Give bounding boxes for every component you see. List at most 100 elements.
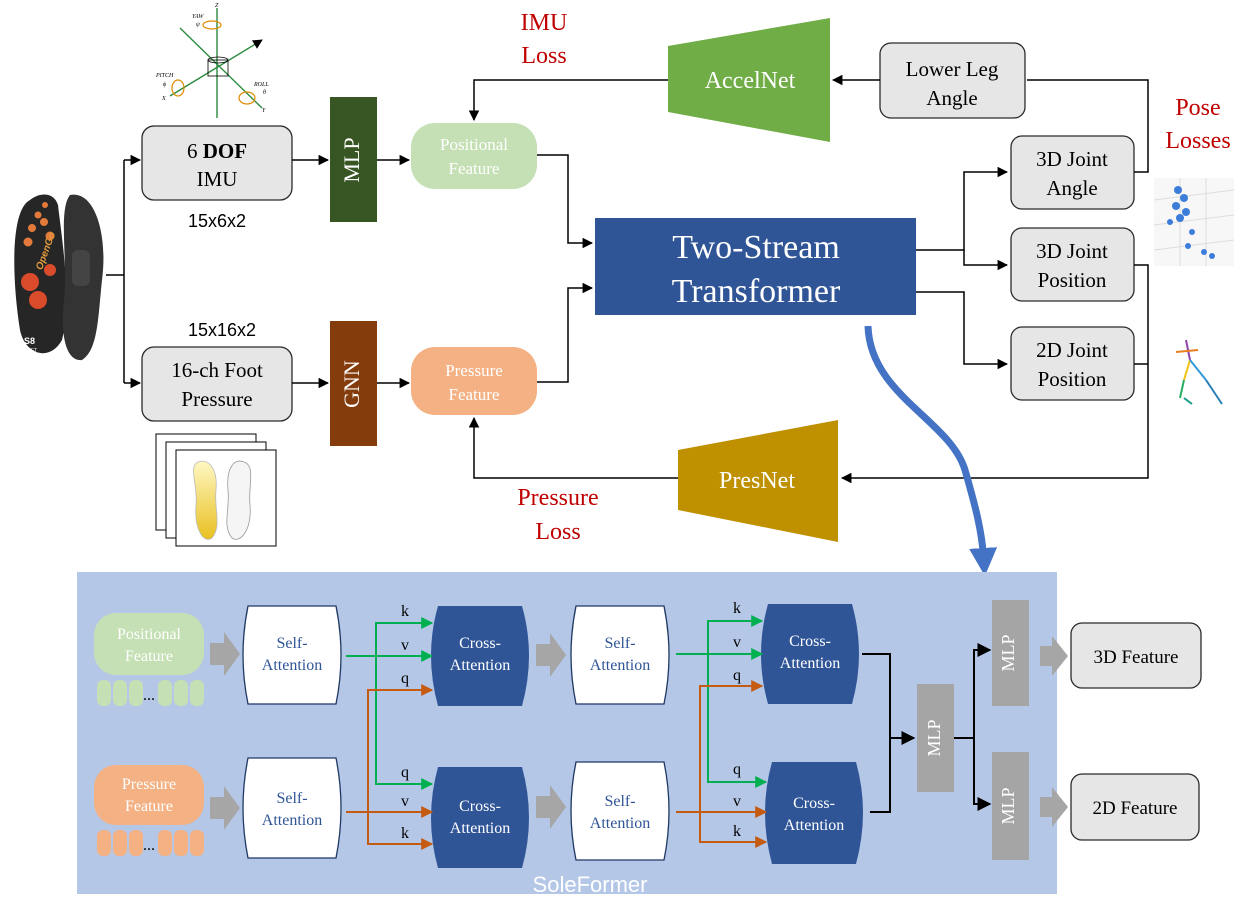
sf-k-label-1: k	[401, 603, 409, 620]
accelnet-label: AccelNet	[705, 68, 796, 94]
joint-angle-line1: 3D Joint	[1036, 147, 1108, 171]
sf-self-attention-4: Self- Attention	[570, 761, 670, 861]
sf-stage1-qkv-labels: k v q q v k	[401, 603, 409, 842]
feature-3d-box: 3D Feature	[1070, 622, 1202, 689]
imu-box-dof: DOF	[203, 139, 247, 163]
sf-cross-attention-4: Cross- Attention	[765, 762, 863, 864]
presnet-label: PresNet	[719, 468, 795, 494]
presnet-block: PresNet	[678, 420, 838, 542]
lower-leg-line2: Angle	[926, 86, 977, 110]
sf-q-label-1: q	[401, 670, 409, 687]
input-split-arrows	[106, 154, 142, 389]
sf-v-label-2: v	[401, 793, 409, 810]
positional-feature-line1: Positional	[440, 135, 508, 154]
sf-positional-line2: Feature	[125, 648, 173, 665]
soleformer-panel	[77, 572, 1057, 894]
sf-self-attention-4-line1: Self-	[604, 793, 635, 810]
sf-q-label-2: q	[401, 764, 409, 781]
zoom-curve-arrow	[864, 325, 998, 576]
imu-loss-line1: IMU	[521, 10, 568, 36]
sf-self-attention-2-line1: Self-	[276, 790, 307, 807]
axis-pitch-label: PITCH	[155, 73, 174, 79]
feature-2d-box: 2D Feature	[1070, 773, 1200, 841]
sf-mlp-center-label: MLP	[924, 719, 944, 756]
feature-3d-label: 3D Feature	[1094, 647, 1179, 668]
sf-mlp-center: MLP	[917, 684, 954, 792]
foot-pressure-box: 16-ch Foot Pressure	[141, 346, 293, 422]
sf-merge-arrows	[862, 643, 992, 813]
sf-pressure-feature: Pressure Feature	[94, 765, 204, 825]
sf-self-attention-3-line1: Self-	[604, 635, 635, 652]
axis-z-label: Z	[215, 3, 219, 9]
pressure-map-stack	[155, 433, 277, 547]
joint-angle-box: 3D Joint Angle	[1010, 135, 1135, 210]
sf-mlp-bottom-label: MLP	[998, 787, 1018, 824]
pressure-loss-line1: Pressure	[517, 485, 598, 511]
axis-roll-label: ROLL	[253, 82, 269, 88]
imu-axes-icon: Z YAW ψ PITCH ϕ X ROLL θ Y	[155, 3, 269, 118]
axis-phi-label: ϕ	[163, 82, 166, 88]
positional-feature: Positional Feature	[411, 123, 537, 189]
sf-self-attention-1: Self- Attention	[242, 605, 342, 705]
feature-2d-label: 2D Feature	[1093, 798, 1178, 819]
transformer-line1: Two-Stream	[672, 229, 840, 266]
foot-pressure-line1: 16-ch Foot	[171, 358, 263, 382]
sf-mlp-top: MLP	[992, 600, 1029, 706]
sf-pressure-line2: Feature	[125, 798, 173, 815]
sf-cross-attention-4-line1: Cross-	[793, 795, 835, 812]
transformer-line2: Transformer	[672, 273, 841, 310]
sf-self-attention-3: Self- Attention	[570, 605, 670, 705]
sf-cross-attention-1-line2: Attention	[450, 657, 510, 674]
lower-leg-angle-box: Lower Leg Angle	[879, 42, 1026, 119]
sf-positional-tokens	[97, 680, 204, 706]
axis-theta-label: θ	[263, 90, 266, 96]
axis-psi-label: ψ	[196, 22, 200, 28]
sf-cross-attention-3-line2: Attention	[780, 655, 840, 672]
accelnet-block: AccelNet	[668, 18, 830, 142]
sf-q-label-3: q	[733, 667, 741, 684]
sf-self-attention-1-line1: Self-	[276, 635, 307, 652]
sf-mlp-bottom: MLP	[992, 752, 1029, 860]
imu-box-prefix: 6	[187, 139, 203, 163]
sf-self-attention-2-line2: Attention	[262, 812, 322, 829]
joint-angle-line2: Angle	[1046, 176, 1097, 200]
imu-loss-line2: Loss	[521, 43, 566, 69]
sf-cross-attention-1-line1: Cross-	[459, 635, 501, 652]
sf-self-attention-2: Self- Attention	[242, 757, 342, 859]
axis-x-label: X	[161, 96, 166, 102]
sf-q-label-4: q	[733, 761, 741, 778]
encoder-arrows	[292, 154, 411, 389]
sf-positional-feature: Positional Feature	[94, 613, 204, 675]
sf-mlp-top-label: MLP	[998, 634, 1018, 671]
sf-cross-attention-3-line1: Cross-	[789, 633, 831, 650]
sf-v-label-3: v	[733, 634, 741, 651]
axis-yaw-label: YAW	[192, 14, 204, 20]
sf-positional-line1: Positional	[117, 626, 182, 643]
sf-k-label-3: k	[733, 600, 741, 617]
sf-pressure-line1: Pressure	[122, 776, 176, 793]
sf-positional-ellipsis: ...	[143, 687, 155, 704]
sf-pressure-tokens	[97, 830, 204, 856]
mlp-label: MLP	[339, 137, 364, 182]
sf-stage2-connections	[676, 615, 768, 848]
sf-self-attention-4-line2: Attention	[590, 815, 650, 832]
two-stream-transformer: Two-Stream Transformer	[595, 218, 916, 315]
insole-side: LEFT	[25, 348, 37, 354]
sf-v-label-4: v	[733, 793, 741, 810]
joint-position-3d-line1: 3D Joint	[1036, 239, 1108, 263]
mlp-block: MLP	[330, 97, 377, 222]
feature-to-transformer-arrows	[537, 154, 594, 383]
sf-k-label-4: k	[733, 823, 741, 840]
2d-pose-stick-figure	[1175, 339, 1223, 405]
sf-k-label-2: k	[401, 825, 409, 842]
insole-image: OpenGo S8 LEFT	[14, 194, 104, 361]
joint-position-2d-line1: 2D Joint	[1036, 338, 1108, 362]
pressure-feature-line1: Pressure	[445, 361, 503, 380]
sf-cross-attention-3: Cross- Attention	[761, 604, 859, 704]
sf-pressure-ellipsis: ...	[143, 837, 155, 854]
sf-cross-attention-4-line2: Attention	[784, 817, 844, 834]
lower-leg-line1: Lower Leg	[906, 57, 999, 81]
pressure-feature: Pressure Feature	[411, 347, 537, 415]
sf-cross-attention-1: Cross- Attention	[431, 606, 529, 706]
